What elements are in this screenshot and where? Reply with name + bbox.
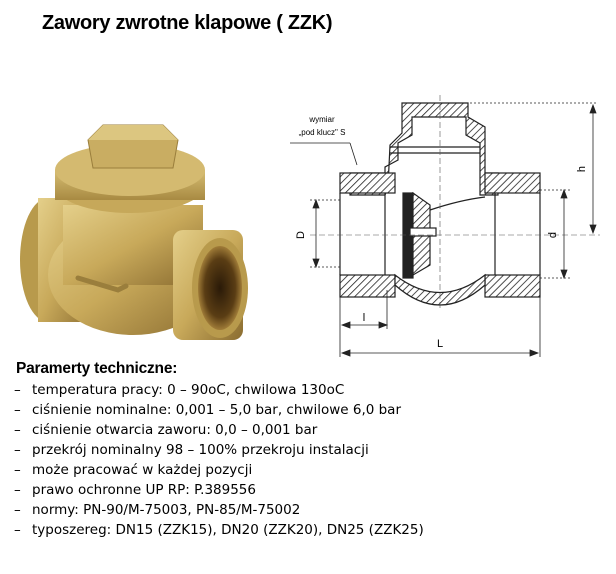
spec-text: może pracować w każdej pozycji <box>32 462 253 478</box>
spec-text: normy: PN-90/M-75003, PN-85/M-75002 <box>32 502 301 518</box>
dim-L-label: L <box>437 338 443 350</box>
spec-item: –przekrój nominalny 98 – 100% przekroju … <box>14 440 424 460</box>
dim-d-label: d <box>547 232 559 238</box>
spec-text: prawo ochronne UP RP: P.389556 <box>32 482 256 498</box>
spec-list: –temperatura pracy: 0 – 90oC, chwilowa 1… <box>14 380 424 540</box>
spec-item: –typoszereg: DN15 (ZZK15), DN20 (ZZK20),… <box>14 520 424 540</box>
bullet-dash: – <box>14 402 21 418</box>
spec-item: –normy: PN-90/M-75003, PN-85/M-75002 <box>14 500 424 520</box>
bullet-dash: – <box>14 442 21 458</box>
callout-line2: „pod klucz" S <box>299 128 346 137</box>
callout-line1: wymiar <box>308 115 335 124</box>
spec-text: przekrój nominalny 98 – 100% przekroju i… <box>32 442 369 458</box>
dim-D-label: D <box>295 231 307 239</box>
spec-item: –ciśnienie otwarcia zaworu: 0,0 – 0,001 … <box>14 420 424 440</box>
spec-item: –temperatura pracy: 0 – 90oC, chwilowa 1… <box>14 380 424 400</box>
spec-text: ciśnienie nominalne: 0,001 – 5,0 bar, ch… <box>32 402 402 418</box>
bullet-dash: – <box>14 382 21 398</box>
bullet-dash: – <box>14 502 21 518</box>
page-title: Zawory zwrotne klapowe ( ZZK) <box>42 12 333 34</box>
dim-l-label: l <box>363 312 365 324</box>
technical-parameters: Paramerty techniczne: –temperatura pracy… <box>14 360 424 540</box>
dim-h-label: h <box>576 166 588 172</box>
bullet-dash: – <box>14 462 21 478</box>
valve-photo <box>20 124 248 340</box>
specs-heading: Paramerty techniczne: <box>16 360 178 377</box>
spec-text: ciśnienie otwarcia zaworu: 0,0 – 0,001 b… <box>32 422 318 438</box>
spec-text: typoszereg: DN15 (ZZK15), DN20 (ZZK20), … <box>32 522 424 538</box>
spec-item: –prawo ochronne UP RP: P.389556 <box>14 480 424 500</box>
bullet-dash: – <box>14 482 21 498</box>
cross-section-drawing: D d h l L wymiar „pod klucz" S <box>290 95 600 357</box>
spec-item: –ciśnienie nominalne: 0,001 – 5,0 bar, c… <box>14 400 424 420</box>
spec-item: –może pracować w każdej pozycji <box>14 460 424 480</box>
spec-text: temperatura pracy: 0 – 90oC, chwilowa 13… <box>32 382 345 398</box>
bullet-dash: – <box>14 522 21 538</box>
bullet-dash: – <box>14 422 21 438</box>
